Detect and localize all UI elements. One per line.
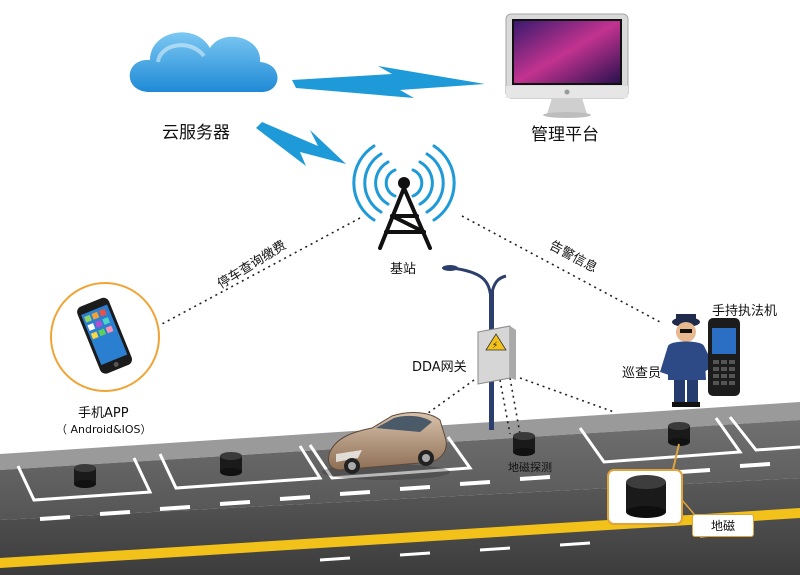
label-geomagnetic-detection: 地磁探测 bbox=[508, 461, 552, 474]
handheld-terminal-icon bbox=[708, 318, 740, 396]
car-icon bbox=[322, 412, 450, 480]
cloud-icon bbox=[129, 32, 278, 92]
geomagnetic-sensor-icon bbox=[74, 422, 690, 488]
link-gateway-right bbox=[519, 377, 615, 413]
parking-bay-lines bbox=[16, 416, 800, 502]
dotted-connections bbox=[161, 215, 661, 435]
label-dda-gateway: DDA网关 bbox=[412, 360, 467, 375]
sensor-callout bbox=[607, 443, 695, 525]
label-geomagnetic: 地磁 bbox=[692, 514, 755, 537]
link-station-phone bbox=[161, 217, 361, 325]
road bbox=[0, 402, 800, 575]
sensor-4 bbox=[668, 422, 690, 446]
svg-text:⚡: ⚡ bbox=[492, 341, 498, 351]
link-gateway-car bbox=[409, 379, 475, 427]
label-mobile-app: 手机APP bbox=[78, 406, 129, 421]
sensor-2 bbox=[220, 452, 242, 476]
link-station-inspector bbox=[461, 215, 661, 323]
sensor-1 bbox=[74, 464, 96, 488]
lane-dashes bbox=[39, 462, 771, 521]
label-inspector: 巡查员 bbox=[622, 366, 662, 381]
parking-strip bbox=[0, 420, 800, 520]
sensor-3 bbox=[513, 432, 535, 456]
label-base-station: 基站 bbox=[390, 262, 417, 277]
link-cloud-station bbox=[256, 122, 346, 166]
label-mobile-app-os: （ Android&IOS） bbox=[56, 423, 152, 436]
label-management-platform: 管理平台 bbox=[531, 125, 599, 145]
smartphone-icon bbox=[50, 282, 160, 392]
label-cloud-server: 云服务器 bbox=[162, 123, 230, 143]
label-handheld-device: 手持执法机 bbox=[712, 304, 778, 319]
inspector-person-icon bbox=[660, 314, 714, 407]
yellow-lane-line bbox=[0, 508, 800, 568]
wireless-links bbox=[256, 66, 485, 166]
gateway-box-icon: ⚡ bbox=[477, 325, 516, 385]
computer-monitor-icon bbox=[505, 13, 629, 118]
signal-tower-icon bbox=[352, 144, 456, 250]
link-cloud-platform bbox=[292, 66, 485, 98]
